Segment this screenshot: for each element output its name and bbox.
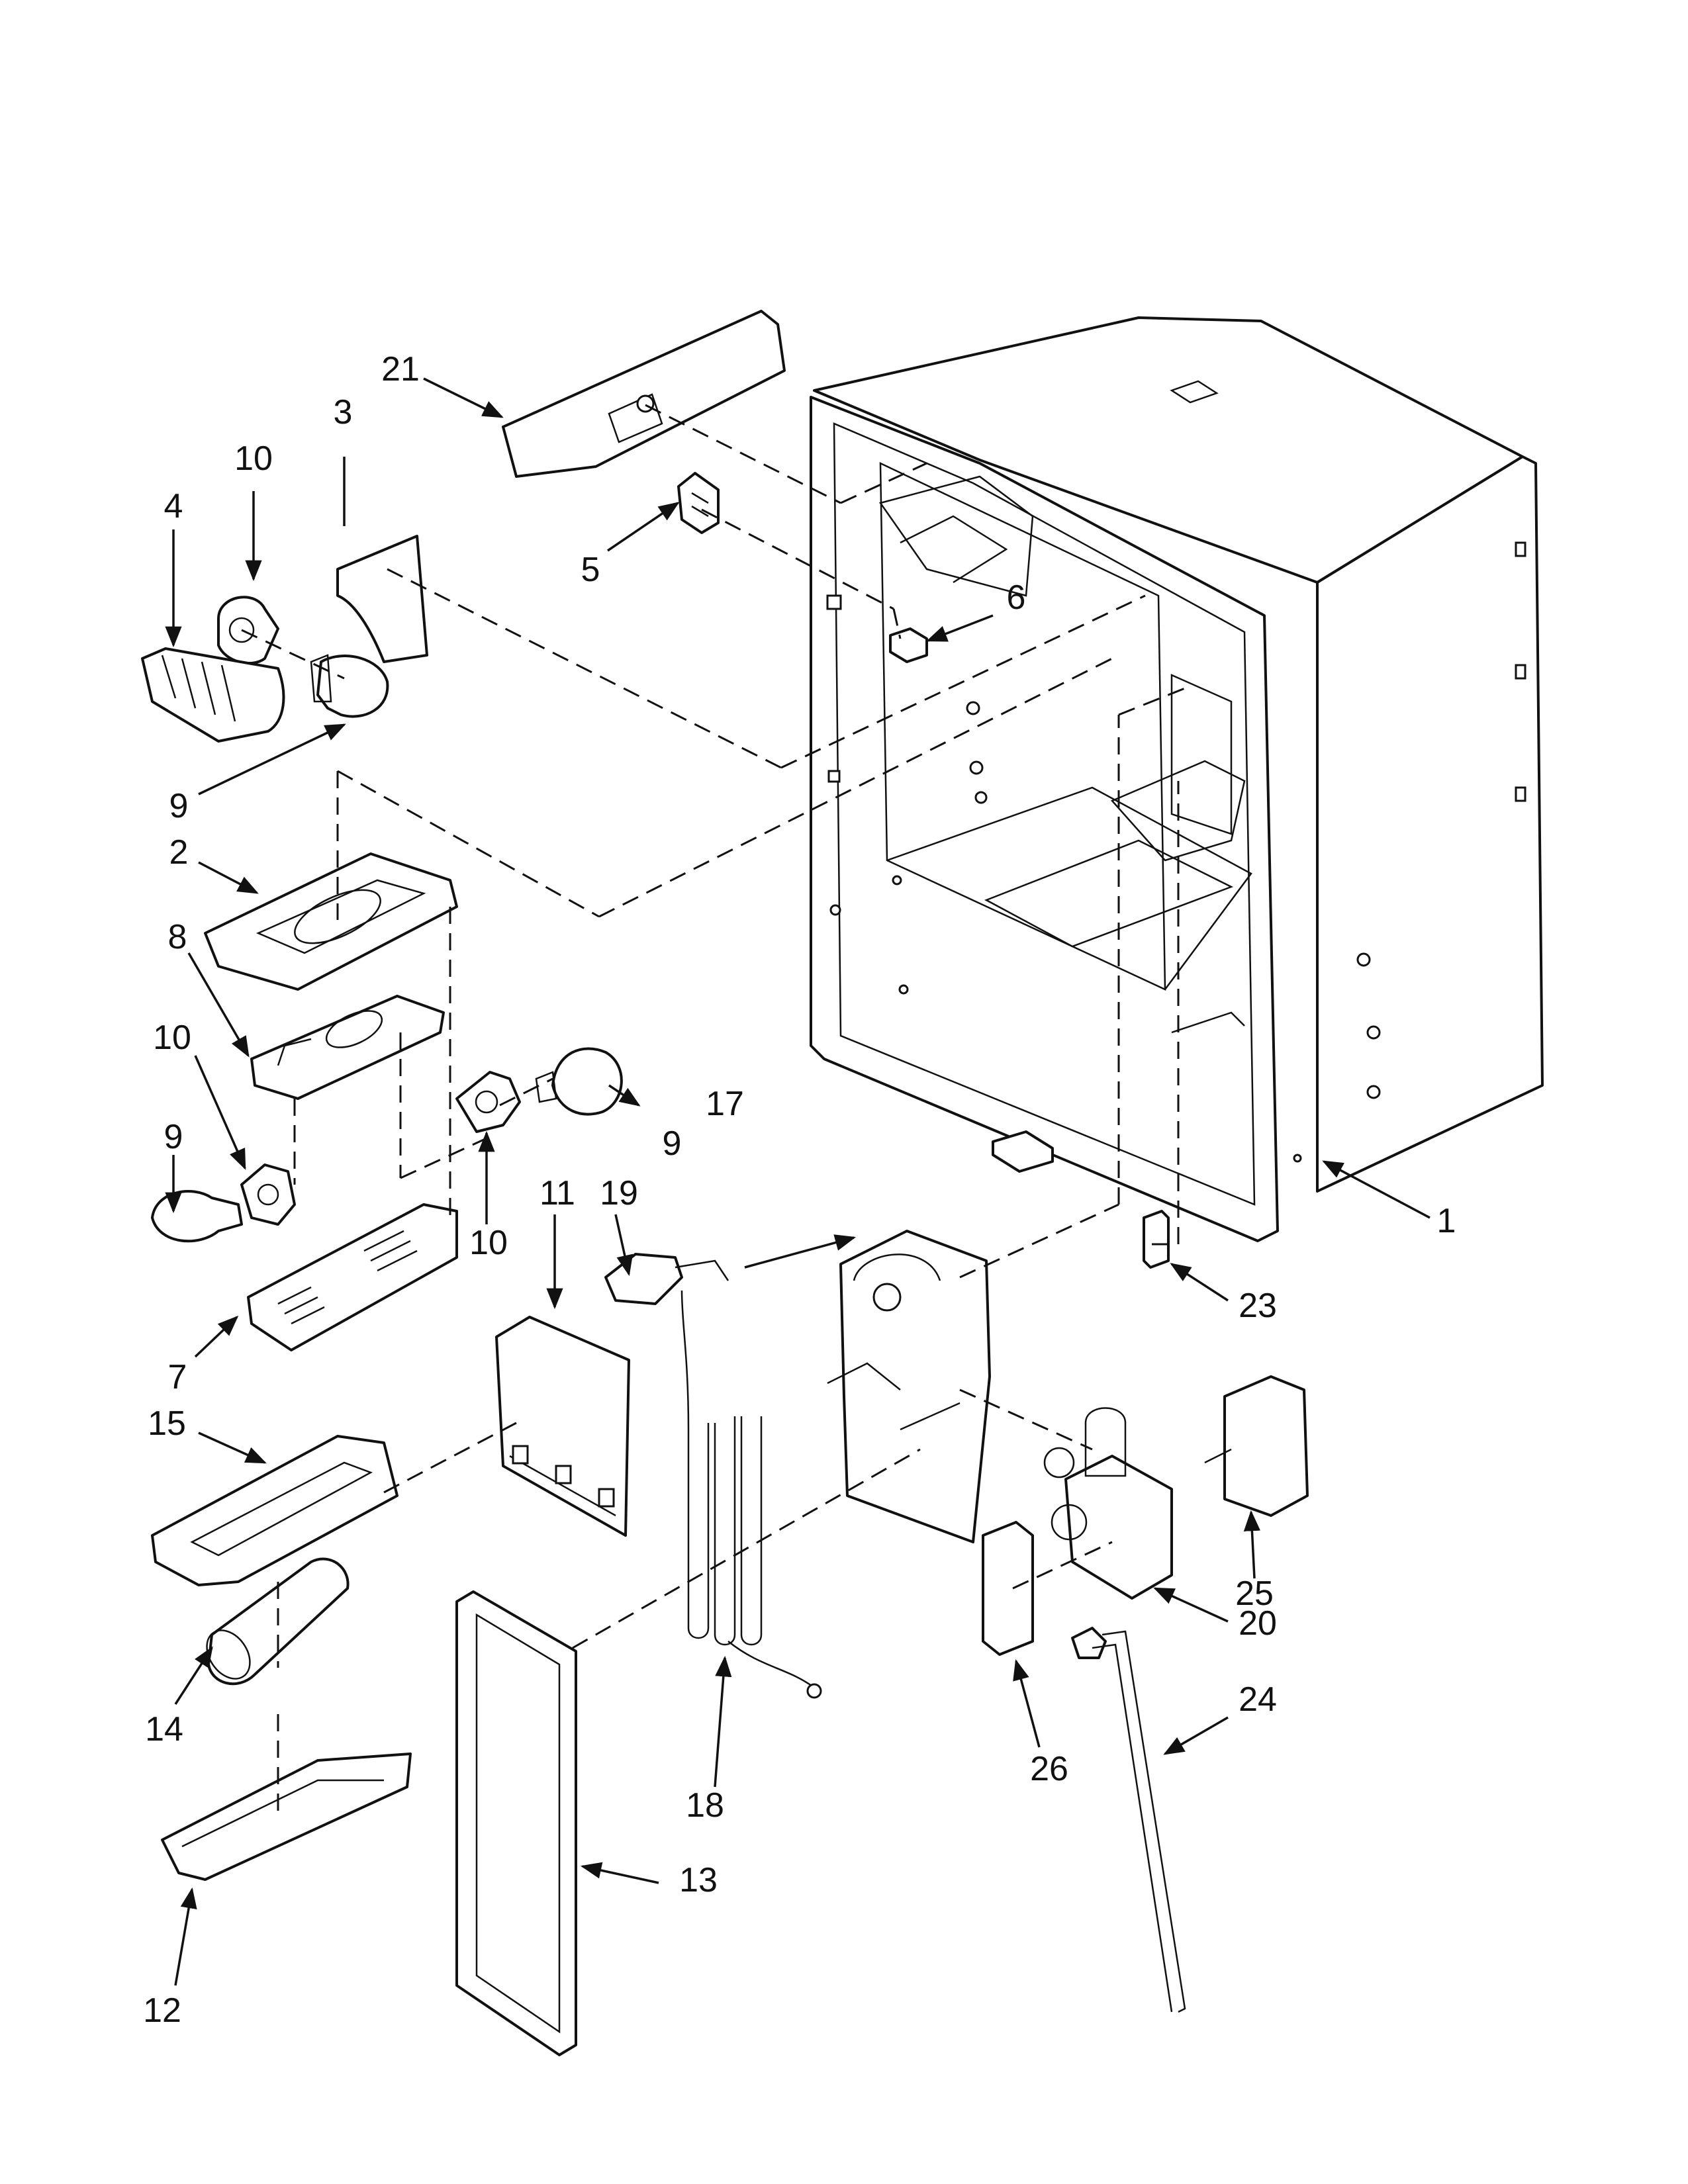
light-socket-part-10b <box>240 1163 296 1226</box>
callout-10b: 10 <box>153 1019 191 1057</box>
callout-19: 19 <box>600 1174 638 1212</box>
assembly-dashed-lines <box>241 404 1186 1813</box>
callout-12: 12 <box>143 1991 181 2030</box>
dispenser-plate-part-8 <box>250 995 445 1100</box>
callout-3: 3 <box>334 393 353 432</box>
callout-7: 7 <box>168 1358 187 1396</box>
light-bulb-part-9b <box>151 1190 243 1243</box>
callout-9c: 9 <box>663 1124 682 1163</box>
valve-cover-part-26 <box>982 1521 1034 1656</box>
water-tube-part-24 <box>1071 1627 1186 2013</box>
callout-2: 2 <box>169 833 189 872</box>
callout-10c: 10 <box>469 1224 508 1262</box>
light-shield-part-3 <box>336 535 428 663</box>
light-socket-part-10a <box>217 596 279 665</box>
light-bulb-part-9a <box>310 654 389 718</box>
callout-17: 17 <box>706 1085 744 1123</box>
valve-cover-part-25 <box>1204 1375 1309 1517</box>
filter-cover-part-12 <box>161 1752 412 1881</box>
callout-11: 11 <box>539 1174 575 1212</box>
trim-frame-part-13 <box>455 1590 577 2056</box>
water-valve-part-20 <box>1043 1407 1173 1600</box>
liner-cabinet <box>810 316 1544 1242</box>
callout-6: 6 <box>1007 578 1026 617</box>
callout-8: 8 <box>168 918 187 956</box>
callout-25: 25 <box>1235 1574 1274 1613</box>
light-bulb-part-9c <box>535 1047 623 1116</box>
light-socket-part-10c <box>455 1071 521 1133</box>
dispenser-housing-part-2 <box>204 852 458 991</box>
leader-lines <box>165 377 1430 1986</box>
callout-14: 14 <box>145 1710 183 1749</box>
callout-20: 20 <box>1239 1604 1277 1643</box>
light-cover-part-4 <box>141 647 285 743</box>
callout-15: 15 <box>148 1404 186 1443</box>
callout-24: 24 <box>1239 1680 1277 1719</box>
callout-10a: 10 <box>234 439 273 478</box>
filter-head-part-15 <box>151 1435 399 1586</box>
callout-1: 1 <box>1437 1202 1456 1240</box>
callout-labels: 1 2 3 4 5 6 7 8 9 9 9 10 10 10 11 12 13 … <box>143 350 1456 2030</box>
callout-13: 13 <box>679 1861 718 1899</box>
latch-part-23 <box>1143 1210 1170 1269</box>
valve-part-19 <box>604 1253 729 1305</box>
top-cover-part <box>502 310 786 478</box>
callout-4: 4 <box>164 487 183 525</box>
callout-18: 18 <box>686 1786 724 1825</box>
callout-9a: 9 <box>169 787 189 825</box>
duct-part-11 <box>495 1316 630 1537</box>
callout-21: 21 <box>381 350 420 388</box>
tubing-assembly-part-18 <box>680 1290 822 1699</box>
callout-5: 5 <box>581 551 600 589</box>
callout-26: 26 <box>1030 1750 1068 1788</box>
dispenser-grille-part-7 <box>247 1203 458 1351</box>
clip-part-5 <box>677 472 720 534</box>
bracket-part-17 <box>827 1230 991 1543</box>
callout-9b: 9 <box>164 1118 183 1156</box>
callout-23: 23 <box>1239 1287 1277 1325</box>
